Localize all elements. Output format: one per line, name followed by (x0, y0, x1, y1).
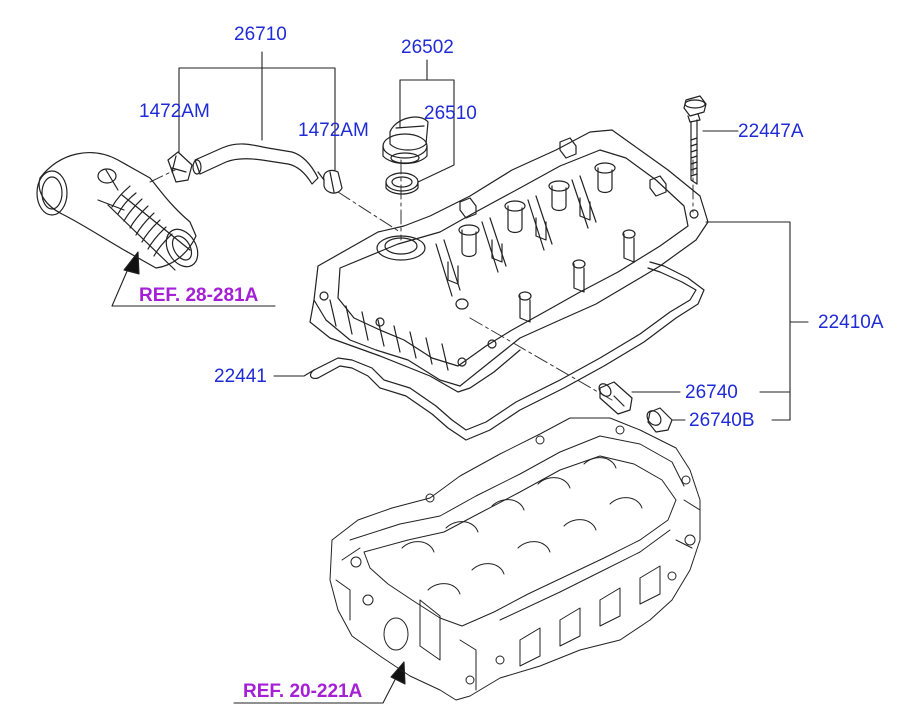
hose-clamp-left (167, 151, 193, 183)
hose-clamp-right (317, 169, 343, 194)
label-clamp-right: 1472AM (298, 120, 369, 141)
label-valve-cover-gasket: 22441 (214, 366, 267, 387)
pcv-valve (598, 381, 633, 415)
ref-air-intake-hose[interactable]: REF. 28-281A (139, 285, 259, 306)
label-clamp-left: 1472AM (139, 101, 210, 122)
pcv-grommet (646, 407, 673, 433)
leader-lines (111, 51, 809, 704)
label-bolt: 22447A (738, 121, 804, 142)
label-pcv-grommet: 26740B (689, 410, 755, 431)
valve-cover-gasket (309, 261, 705, 441)
air-intake-hose (36, 152, 199, 271)
label-breather-hose-assy: 26710 (234, 24, 287, 45)
label-pcv-valve: 26740 (685, 382, 738, 403)
oil-filler-cap (382, 116, 429, 165)
cylinder-head (329, 417, 701, 701)
cover-bolt (683, 95, 707, 185)
oil-cap-gasket (385, 172, 419, 195)
valve-cover (309, 129, 709, 393)
ref-cylinder-head[interactable]: REF. 20-221A (243, 681, 363, 702)
label-oil-cap-assy: 26502 (401, 37, 454, 58)
label-valve-cover-assy: 22410A (818, 312, 884, 333)
label-oil-cap-gasket: 26510 (424, 103, 477, 124)
breather-hose (192, 143, 319, 185)
center-lines (149, 159, 694, 401)
